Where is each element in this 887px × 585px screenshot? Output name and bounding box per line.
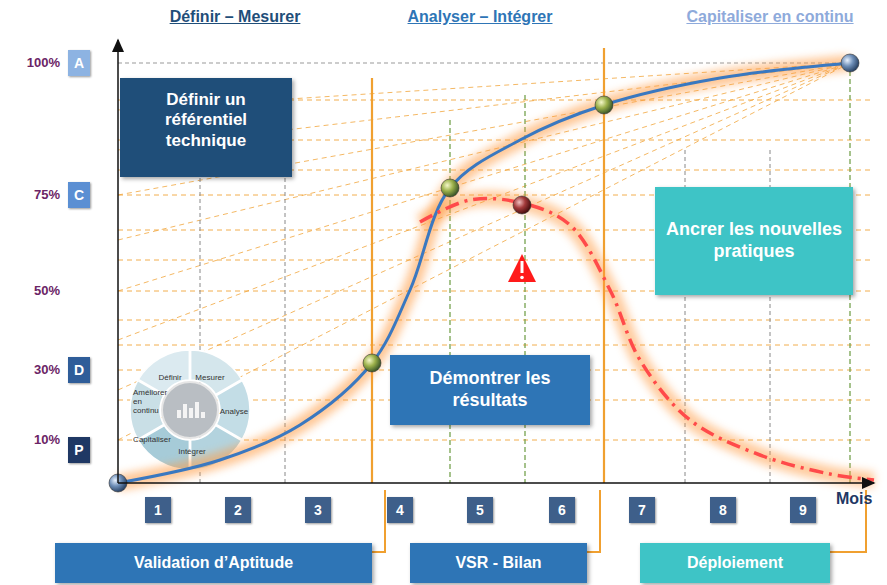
month-box: 2: [225, 497, 251, 523]
month-box-text: 9: [799, 502, 807, 519]
month-box: 6: [549, 497, 575, 523]
grid-line: [118, 320, 872, 321]
phase-box: Définir un référentiel technique: [120, 78, 292, 177]
hub-bar: [183, 404, 187, 418]
phase-box: Démontrer les résultats: [390, 355, 590, 425]
stage-bar: VSR - Bilan: [410, 543, 587, 583]
phase-box-text: Démontrer les résultats: [398, 368, 582, 411]
level-box: A: [68, 50, 90, 76]
projection-line: [118, 63, 850, 390]
month-box-text: 1: [154, 502, 162, 519]
stage-bar: Validation d’Aptitude: [55, 543, 372, 583]
wheel-label: Intégrer: [178, 447, 206, 456]
axis-tick: 30%: [34, 363, 60, 378]
month-box-text: 3: [314, 502, 322, 519]
hub-bar: [201, 412, 205, 418]
month-box-text: 2: [234, 502, 242, 519]
axis-tick: 100%: [27, 56, 60, 71]
phase-line: [371, 78, 373, 483]
wheel-label: Améliorer en continu: [133, 388, 167, 416]
grid-line: [118, 345, 872, 346]
month-box-text: 6: [558, 502, 566, 519]
hub-bar: [189, 408, 193, 418]
month-box: 4: [387, 497, 413, 523]
wheel-label: Définir: [158, 373, 181, 382]
month-box: 1: [145, 497, 171, 523]
wheel-label: Mesurer: [195, 373, 224, 382]
milestone-ball: [363, 354, 381, 372]
month-box-text: 4: [396, 502, 404, 519]
milestone-line: [449, 120, 450, 483]
month-box-text: 8: [719, 502, 727, 519]
axes: [118, 40, 874, 483]
phase-heading: Définir – Mesurer: [170, 8, 301, 26]
milestone-ball: [841, 54, 859, 72]
phase-box-text: Définir un référentiel technique: [126, 90, 286, 151]
axis-tick: 10%: [34, 433, 60, 448]
level-box-text: C: [74, 187, 84, 204]
month-box-text: 5: [476, 502, 484, 519]
axis-title: Mois: [836, 490, 872, 508]
wheel-label: Capitaliser: [133, 435, 171, 444]
grid-line: [118, 63, 860, 64]
month-box: 9: [790, 497, 816, 523]
axis-tick: 75%: [34, 188, 60, 203]
level-box-text: P: [74, 442, 83, 459]
phase-box: Ancrer les nouvelles pratiques: [655, 187, 853, 295]
stage-bar-text: VSR - Bilan: [455, 553, 541, 572]
wheel-hub: [162, 382, 218, 438]
month-box: 7: [629, 497, 655, 523]
hub-bar: [195, 402, 199, 418]
projection-line: [118, 63, 850, 440]
milestone-ball: [441, 179, 459, 197]
level-box: C: [68, 182, 90, 208]
phase-heading: Capitaliser en continu: [686, 8, 853, 26]
stage-bar-text: Validation d’Aptitude: [134, 553, 293, 572]
hub-bar: [177, 410, 181, 418]
month-box: 5: [467, 497, 493, 523]
month-box: 8: [710, 497, 736, 523]
level-box: P: [68, 437, 90, 463]
level-box: D: [68, 357, 90, 383]
warning-sign: [508, 254, 536, 282]
stage-bar-text: Déploiement: [687, 553, 783, 572]
stage-bar: Déploiement: [640, 543, 830, 583]
month-box: 3: [305, 497, 331, 523]
level-box-text: A: [74, 55, 84, 72]
phase-box-text: Ancrer les nouvelles pratiques: [663, 219, 845, 262]
phase-heading: Analyser – Intégrer: [408, 8, 553, 26]
level-box-text: D: [74, 362, 84, 379]
wheel-label: Analyse: [220, 407, 248, 416]
milestone-ball: [595, 96, 613, 114]
month-box-text: 7: [638, 502, 646, 519]
projection-line: [118, 63, 850, 291]
milestone-ball: [513, 196, 531, 214]
axis-tick: 50%: [34, 284, 60, 299]
